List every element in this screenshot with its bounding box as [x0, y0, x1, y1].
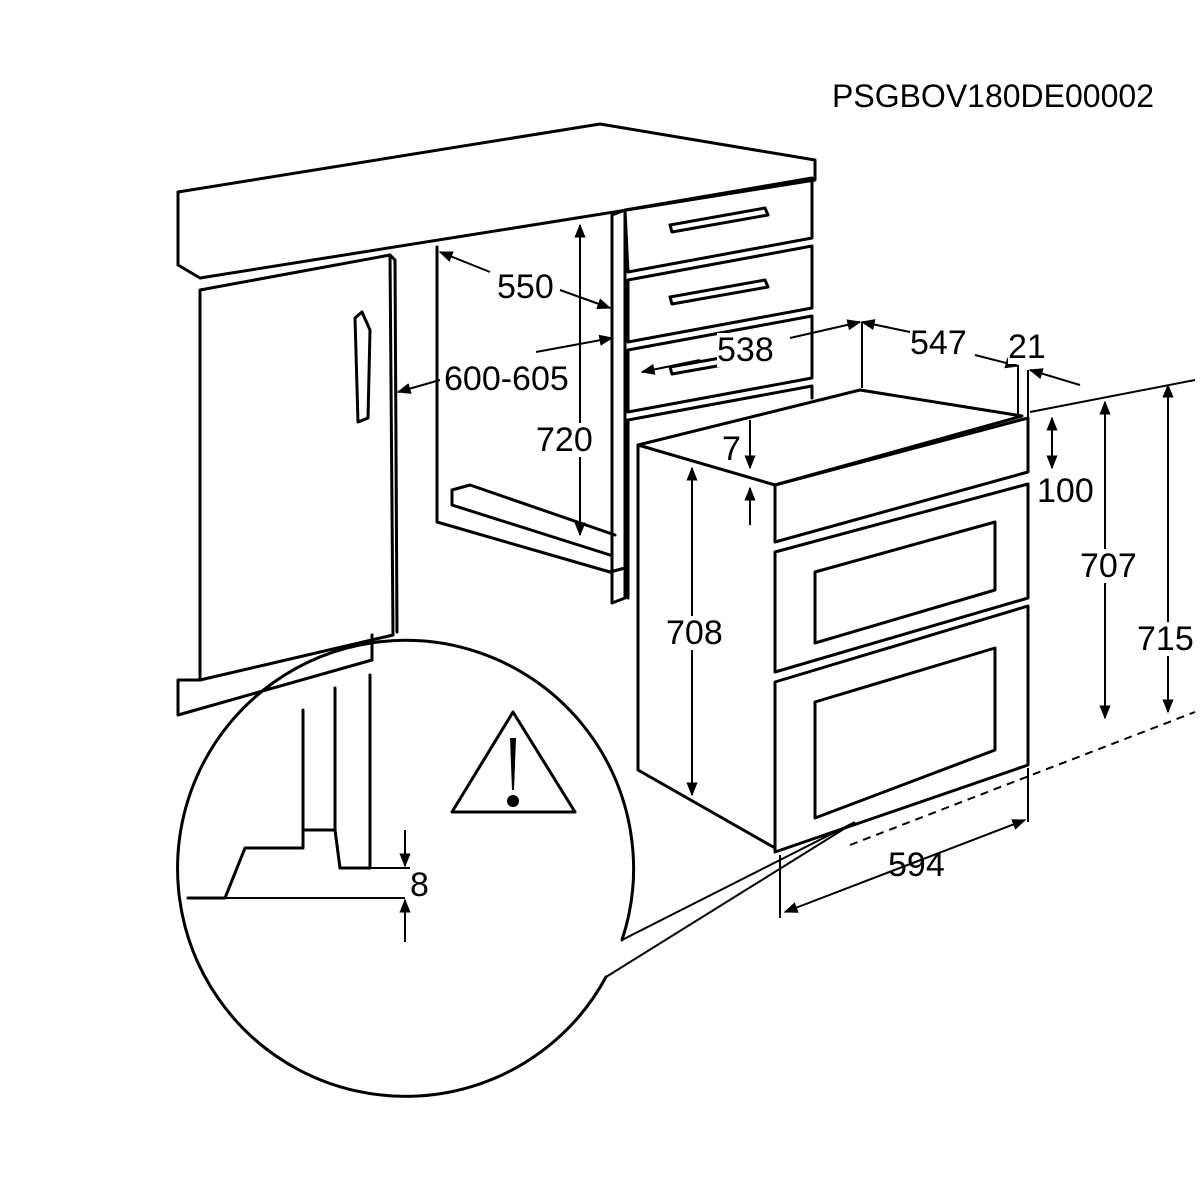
dim-oven-total-height: 715	[1137, 620, 1194, 658]
niche	[435, 208, 627, 605]
detail-circle	[176, 638, 856, 1098]
dim-niche-height: 720	[536, 421, 593, 459]
dim-front-panel-thickness: 21	[1008, 328, 1046, 366]
dim-niche-depth: 550	[497, 268, 554, 306]
dim-oven-width: 594	[888, 846, 945, 884]
warning-icon	[450, 710, 577, 814]
dim-oven-front-height: 707	[1080, 547, 1137, 585]
dim-oven-depth-total: 547	[910, 324, 967, 362]
dim-oven-depth-body: 538	[717, 331, 774, 369]
drawer-cabinet	[623, 176, 814, 600]
drawing-code: PSGBOV180DE00002	[832, 78, 1154, 114]
dim-niche-width: 600-605	[444, 360, 569, 398]
oven	[636, 388, 1030, 854]
dim-control-panel-height: 100	[1037, 472, 1094, 510]
dim-detail-gap: 8	[410, 866, 429, 904]
dim-oven-body-height: 708	[666, 614, 723, 652]
dim-top-offset: 7	[722, 430, 741, 468]
left-cabinet	[176, 253, 399, 717]
dimension-lines	[396, 223, 1196, 918]
countertop	[176, 122, 817, 280]
